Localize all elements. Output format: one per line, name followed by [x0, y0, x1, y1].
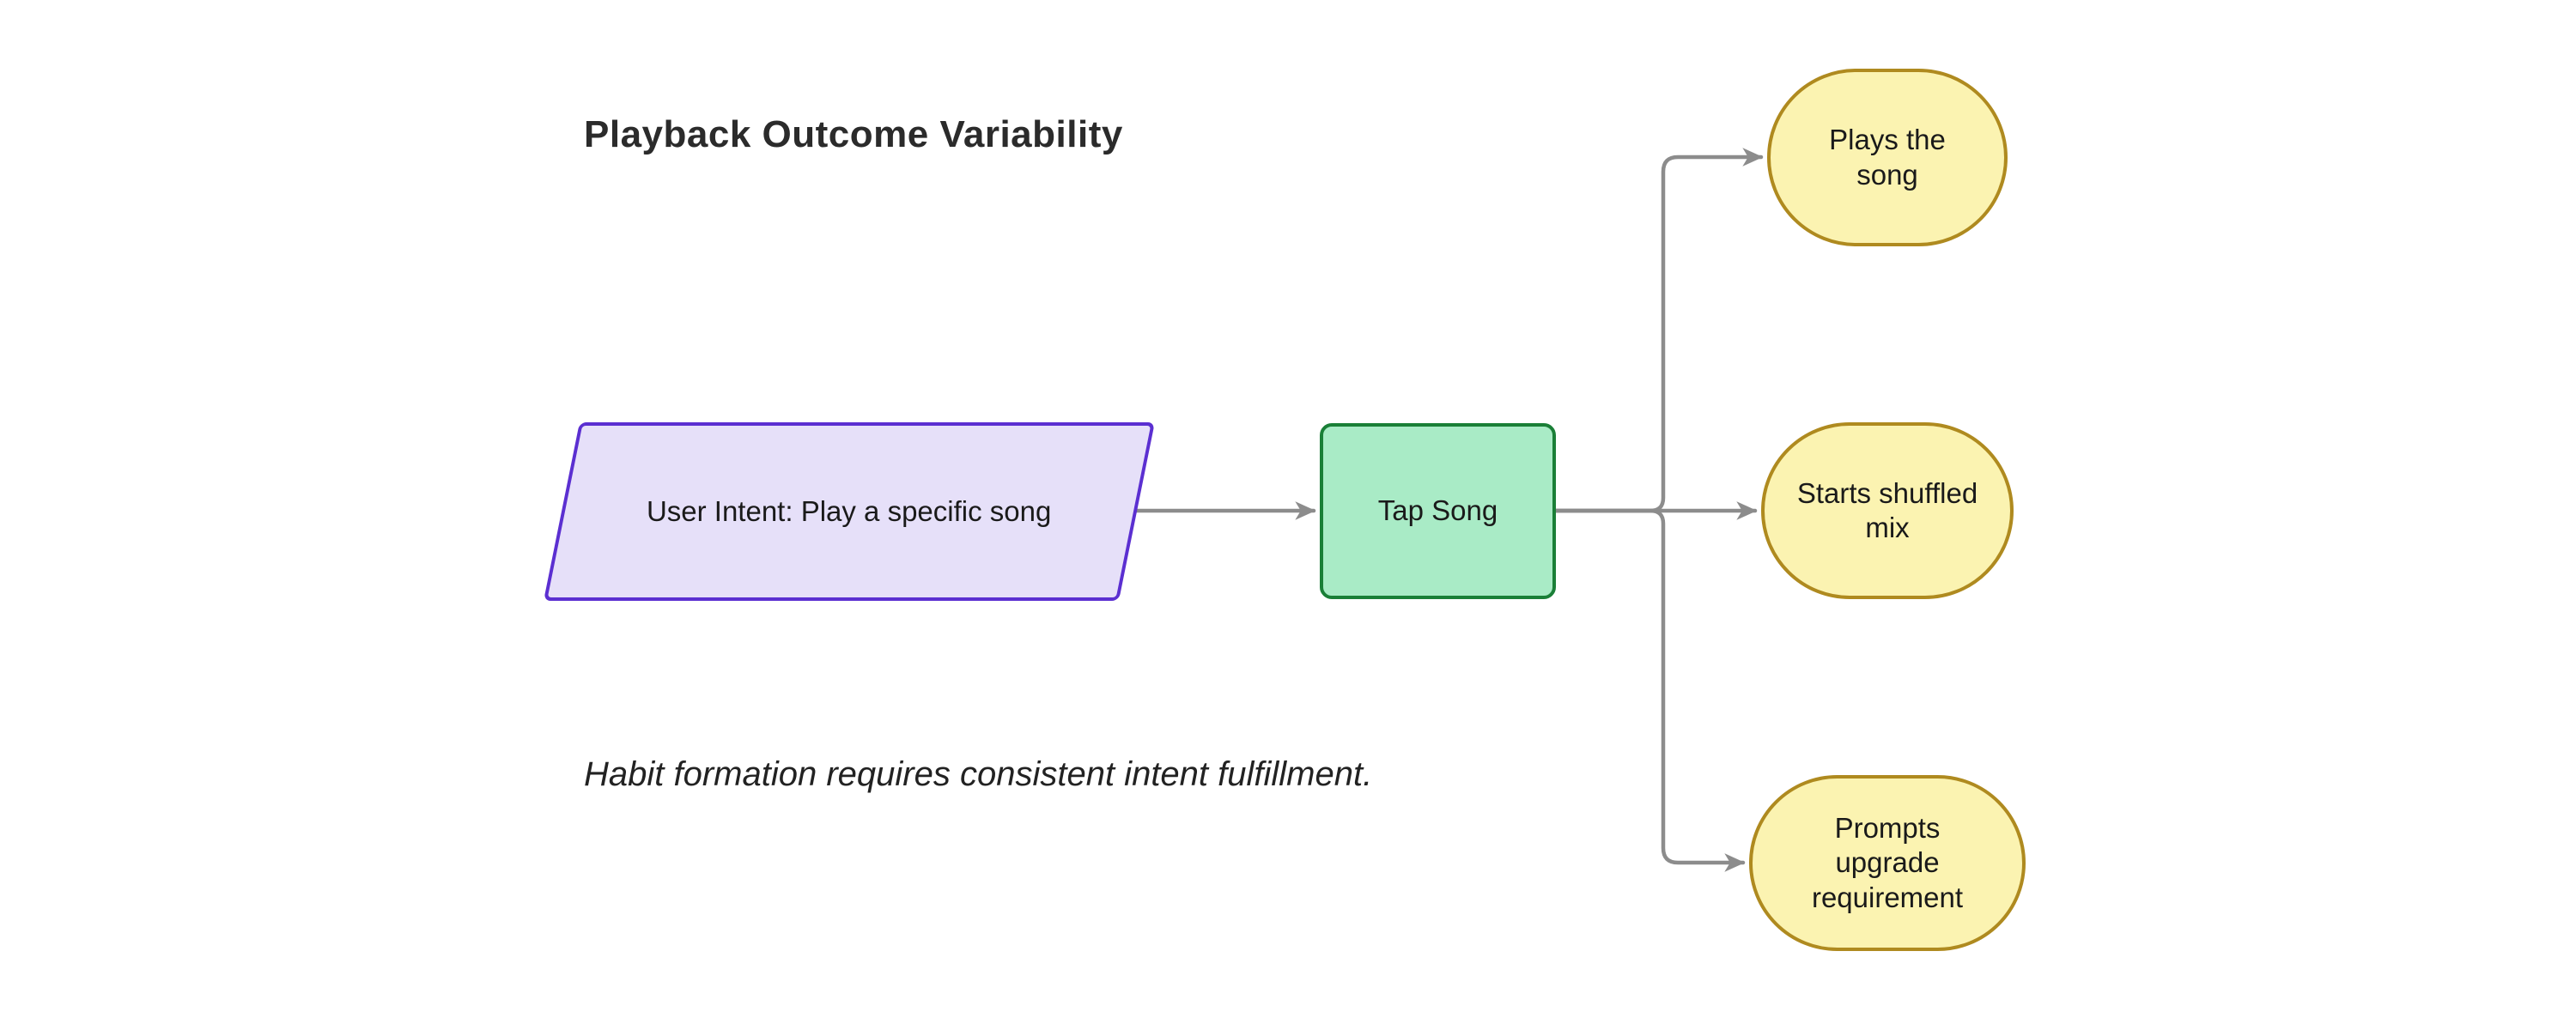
- diagram-caption: Habit formation requires consistent inte…: [584, 755, 1373, 793]
- node-upgrade-prompt-label: Prompts upgrade requirement: [1811, 812, 1964, 913]
- node-shuffled-mix-label: Starts shuffled mix: [1796, 476, 1978, 543]
- node-tap-song-label: Tap Song: [1377, 494, 1498, 527]
- edge-tap-to-plays: [1553, 148, 1764, 513]
- node-user-intent: User Intent: Play a specific song: [544, 422, 1155, 601]
- node-shuffled-mix: Starts shuffled mix: [1761, 422, 2014, 599]
- node-plays-song-label: Plays the song: [1829, 124, 1946, 191]
- node-user-intent-label: User Intent: Play a specific song: [647, 494, 1052, 527]
- node-tap-song: Tap Song: [1320, 423, 1556, 599]
- node-upgrade-prompt: Prompts upgrade requirement: [1749, 775, 2026, 951]
- diagram-title: Playback Outcome Variability: [584, 113, 1123, 155]
- node-plays-song: Plays the song: [1767, 69, 2008, 246]
- edge-tap-to-upgrade: [1553, 508, 1746, 872]
